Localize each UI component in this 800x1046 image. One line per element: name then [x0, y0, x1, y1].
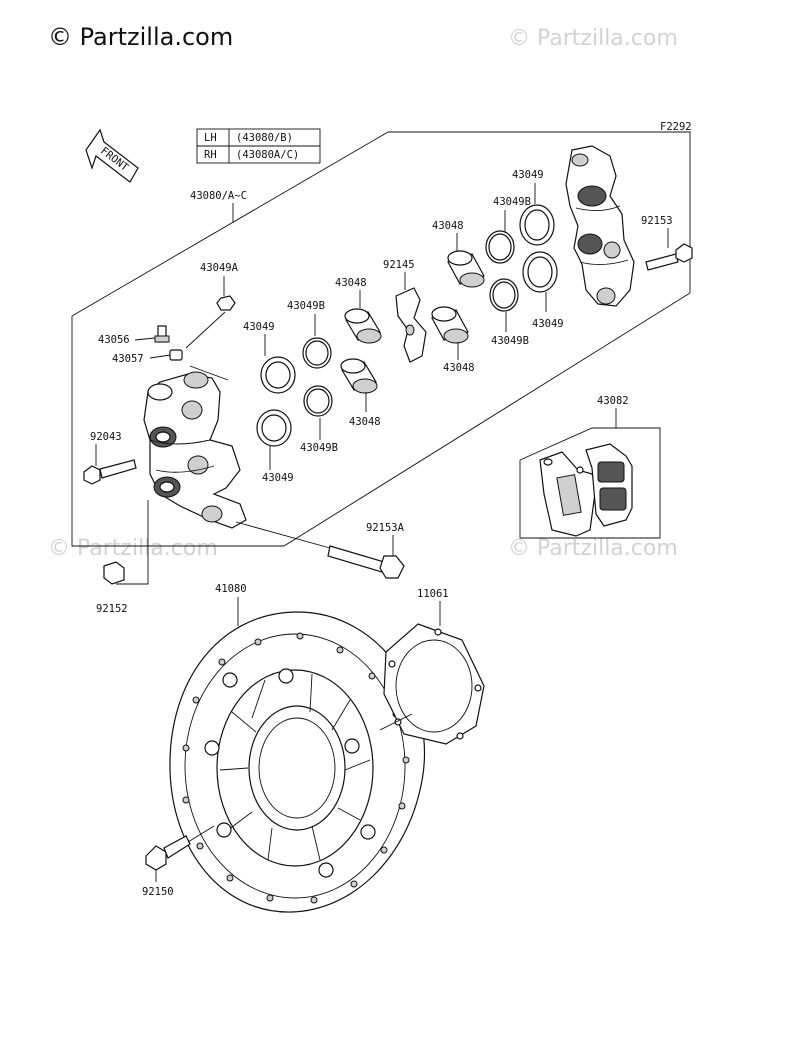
callout-92150: 92150 — [142, 886, 174, 898]
assembly-frame — [71, 131, 691, 547]
callout-43049B-right-1: 43049B — [493, 196, 531, 208]
callout-43049-right-2: 43049 — [532, 318, 564, 330]
callout-43049B-left-1: 43049B — [287, 300, 325, 312]
callout-43049-left-2: 43049 — [262, 472, 294, 484]
callout-43057: 43057 — [112, 353, 144, 365]
side-table: LH (43080/B) RH (43080A/C) — [196, 128, 321, 164]
callout-43049B-right-2: 43049B — [491, 335, 529, 347]
brake-disc-41080-icon — [169, 611, 425, 913]
watermark-top-right: © Partzilla.com — [508, 26, 678, 51]
front-arrow-icon: FRONT — [85, 128, 139, 183]
nut-43049A-icon — [216, 295, 236, 311]
seal-43049-right-1-icon — [519, 204, 555, 246]
watermark-mid-right: © Partzilla.com — [508, 536, 678, 561]
callout-92153A: 92153A — [366, 522, 405, 534]
callout-43049A: 43049A — [200, 262, 239, 274]
left-caliper-body — [143, 371, 247, 529]
callout-43049-right-1: 43049 — [512, 169, 544, 181]
callout-41080: 41080 — [215, 583, 247, 595]
bolt-92153-icon — [645, 243, 693, 271]
bleeder-cap-icon — [169, 349, 183, 361]
side-table-row-lh-side: LH — [204, 132, 217, 144]
piston-43048-right-2-icon — [431, 306, 469, 344]
callout-92145: 92145 — [383, 259, 415, 271]
callout-92043: 92043 — [90, 431, 122, 443]
seal-43049-right-2-icon — [522, 251, 558, 293]
side-table-row-rh-side: RH — [204, 149, 217, 161]
seal-43049B-left-1-icon — [302, 337, 332, 369]
callout-43049B-left-2: 43049B — [300, 442, 338, 454]
seal-43049B-left-2-icon — [303, 385, 333, 417]
nut-92152-icon — [103, 561, 125, 585]
piston-43048-left-2-icon — [340, 358, 378, 394]
callout-43048-right-1: 43048 — [432, 220, 464, 232]
piston-43048-left-1-icon — [344, 308, 382, 344]
bolt-92150-icon — [145, 835, 191, 871]
brake-pad-left-icon — [539, 451, 597, 537]
figure-code: F2292 — [660, 121, 692, 133]
callout-43048-left-2: 43048 — [349, 416, 381, 428]
bleeder-valve-icon — [154, 325, 170, 343]
callout-43082: 43082 — [597, 395, 629, 407]
callout-11061: 11061 — [417, 588, 449, 600]
watermark-mid-left: © Partzilla.com — [48, 536, 218, 561]
callout-43048-right-2: 43048 — [443, 362, 475, 374]
seal-43049B-right-2-icon — [489, 278, 519, 312]
seal-43049-left-2-icon — [256, 409, 292, 447]
callout-43048-left-1: 43048 — [335, 277, 367, 289]
side-table-row-rh-part: (43080A/C) — [236, 149, 299, 161]
side-table-row-lh-part: (43080/B) — [236, 132, 293, 144]
bolt-92153A-icon — [327, 545, 405, 579]
watermark-main: © Partzilla.com — [48, 23, 233, 51]
brake-pad-right-icon — [585, 443, 633, 527]
seal-43049-left-1-icon — [260, 356, 296, 394]
seal-43049B-right-1-icon — [485, 230, 515, 264]
callout-92153: 92153 — [641, 215, 673, 227]
gasket-11061-icon — [383, 623, 485, 745]
callout-43080: 43080/A~C — [190, 190, 247, 202]
bolt-92043-icon — [83, 459, 137, 485]
pad-spring-92145-icon — [395, 287, 427, 363]
piston-43048-right-1-icon — [447, 250, 485, 288]
callout-92152: 92152 — [96, 603, 128, 615]
right-caliper-body — [565, 145, 635, 307]
callout-43049-left-1: 43049 — [243, 321, 275, 333]
callout-43056: 43056 — [98, 334, 130, 346]
